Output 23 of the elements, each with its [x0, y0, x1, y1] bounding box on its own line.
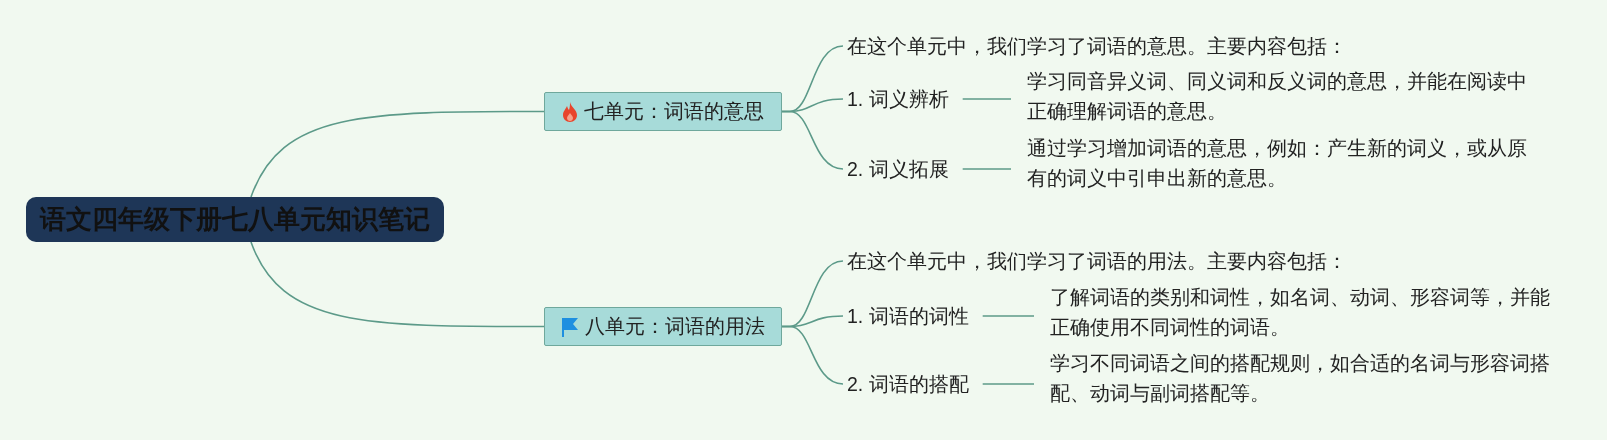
connector-line — [961, 98, 1012, 100]
note-text: 通过学习增加词语的意思，例如：产生新的词义，或从原有的词义中引申出新的意思。 — [1023, 133, 1533, 193]
connector-line — [781, 325, 844, 385]
connector-line — [781, 110, 844, 170]
note-text: 了解词语的类别和词性，如名词、动词、形容词等，并能正确使用不同词性的词语。 — [1046, 282, 1556, 342]
connector-line — [981, 315, 1035, 317]
note-text: 学习不同词语之间的搭配规则，如合适的名词与形容词搭配、动词与副词搭配等。 — [1046, 348, 1556, 408]
connector-line — [250, 241, 545, 328]
connector-line — [961, 168, 1012, 170]
note-text: 在这个单元中，我们学习了词语的意思。主要内容包括： — [843, 31, 1351, 61]
note-text: 2. 词语的搭配 — [843, 369, 973, 399]
topic-box — [544, 92, 782, 131]
topic-box — [544, 307, 782, 346]
note-text: 1. 词语的词性 — [843, 301, 973, 331]
connector-line — [250, 110, 545, 198]
note-text: 2. 词义拓展 — [843, 154, 953, 184]
central-topic-box: 语文四年级下册七八单元知识笔记 — [26, 197, 444, 242]
note-text: 1. 词义辨析 — [843, 84, 953, 114]
topic-label: 七单元：词语的意思 — [584, 99, 764, 124]
connector-line — [981, 383, 1035, 385]
note-text: 在这个单元中，我们学习了词语的用法。主要内容包括： — [843, 246, 1351, 276]
topic-label: 八单元：词语的用法 — [585, 314, 765, 339]
note-text: 学习同音异义词、同义词和反义词的意思，并能在阅读中正确理解词语的意思。 — [1023, 66, 1533, 126]
